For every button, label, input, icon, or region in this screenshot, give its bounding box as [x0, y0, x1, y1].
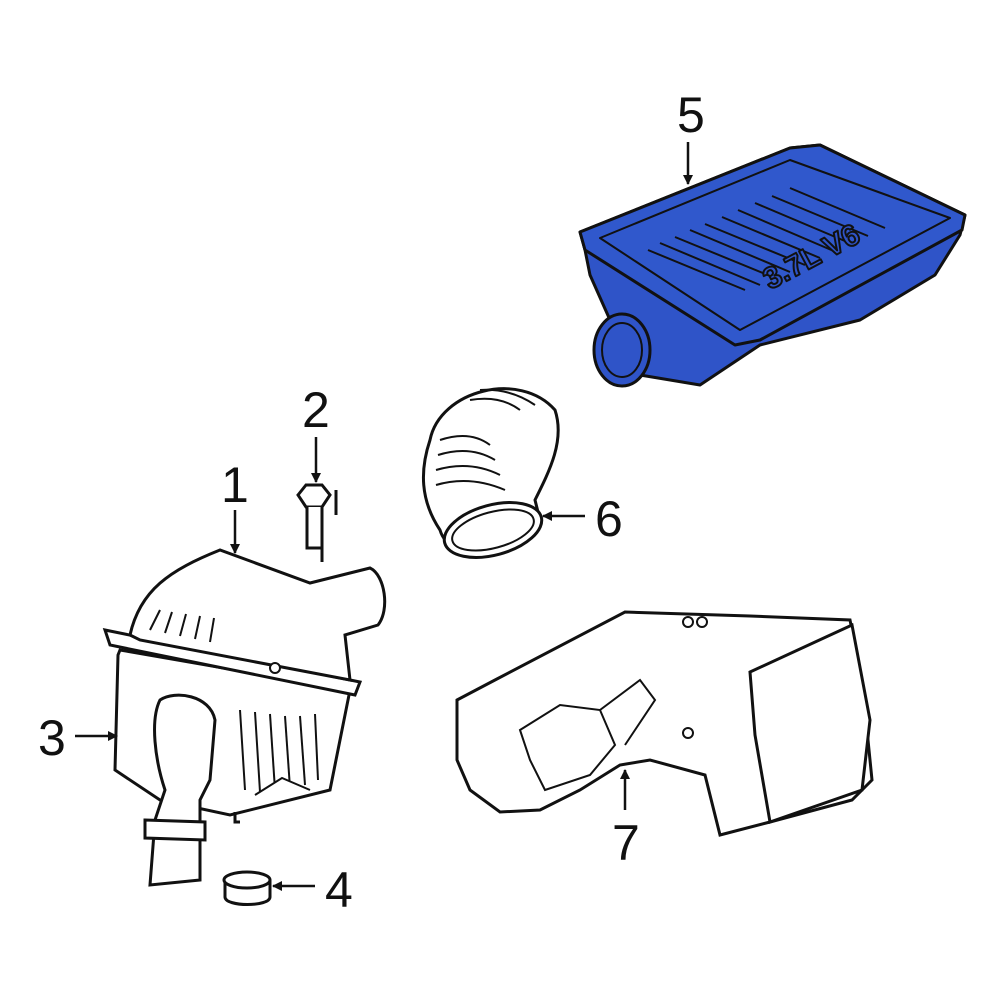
- callout-label-7: 7: [612, 815, 640, 871]
- callout-label-2: 2: [302, 382, 330, 438]
- callout-arrows: [75, 142, 693, 891]
- callout-label-4: 4: [325, 862, 353, 918]
- part-5-engine-cover[interactable]: 3.7L V6: [578, 143, 967, 388]
- part-4-cap[interactable]: [222, 870, 272, 906]
- part-7-air-duct[interactable]: [455, 610, 874, 837]
- part-6-intake-hose[interactable]: [421, 387, 560, 567]
- callout-label-5: 5: [677, 87, 705, 143]
- part-3-air-cleaner-housing[interactable]: [113, 648, 352, 887]
- callout-label-1: 1: [221, 457, 249, 513]
- callout-label-6: 6: [595, 491, 623, 547]
- callout-label-3: 3: [38, 710, 66, 766]
- part-1-housing-cover[interactable]: [102, 548, 387, 697]
- part-2-bolt[interactable]: [296, 483, 338, 562]
